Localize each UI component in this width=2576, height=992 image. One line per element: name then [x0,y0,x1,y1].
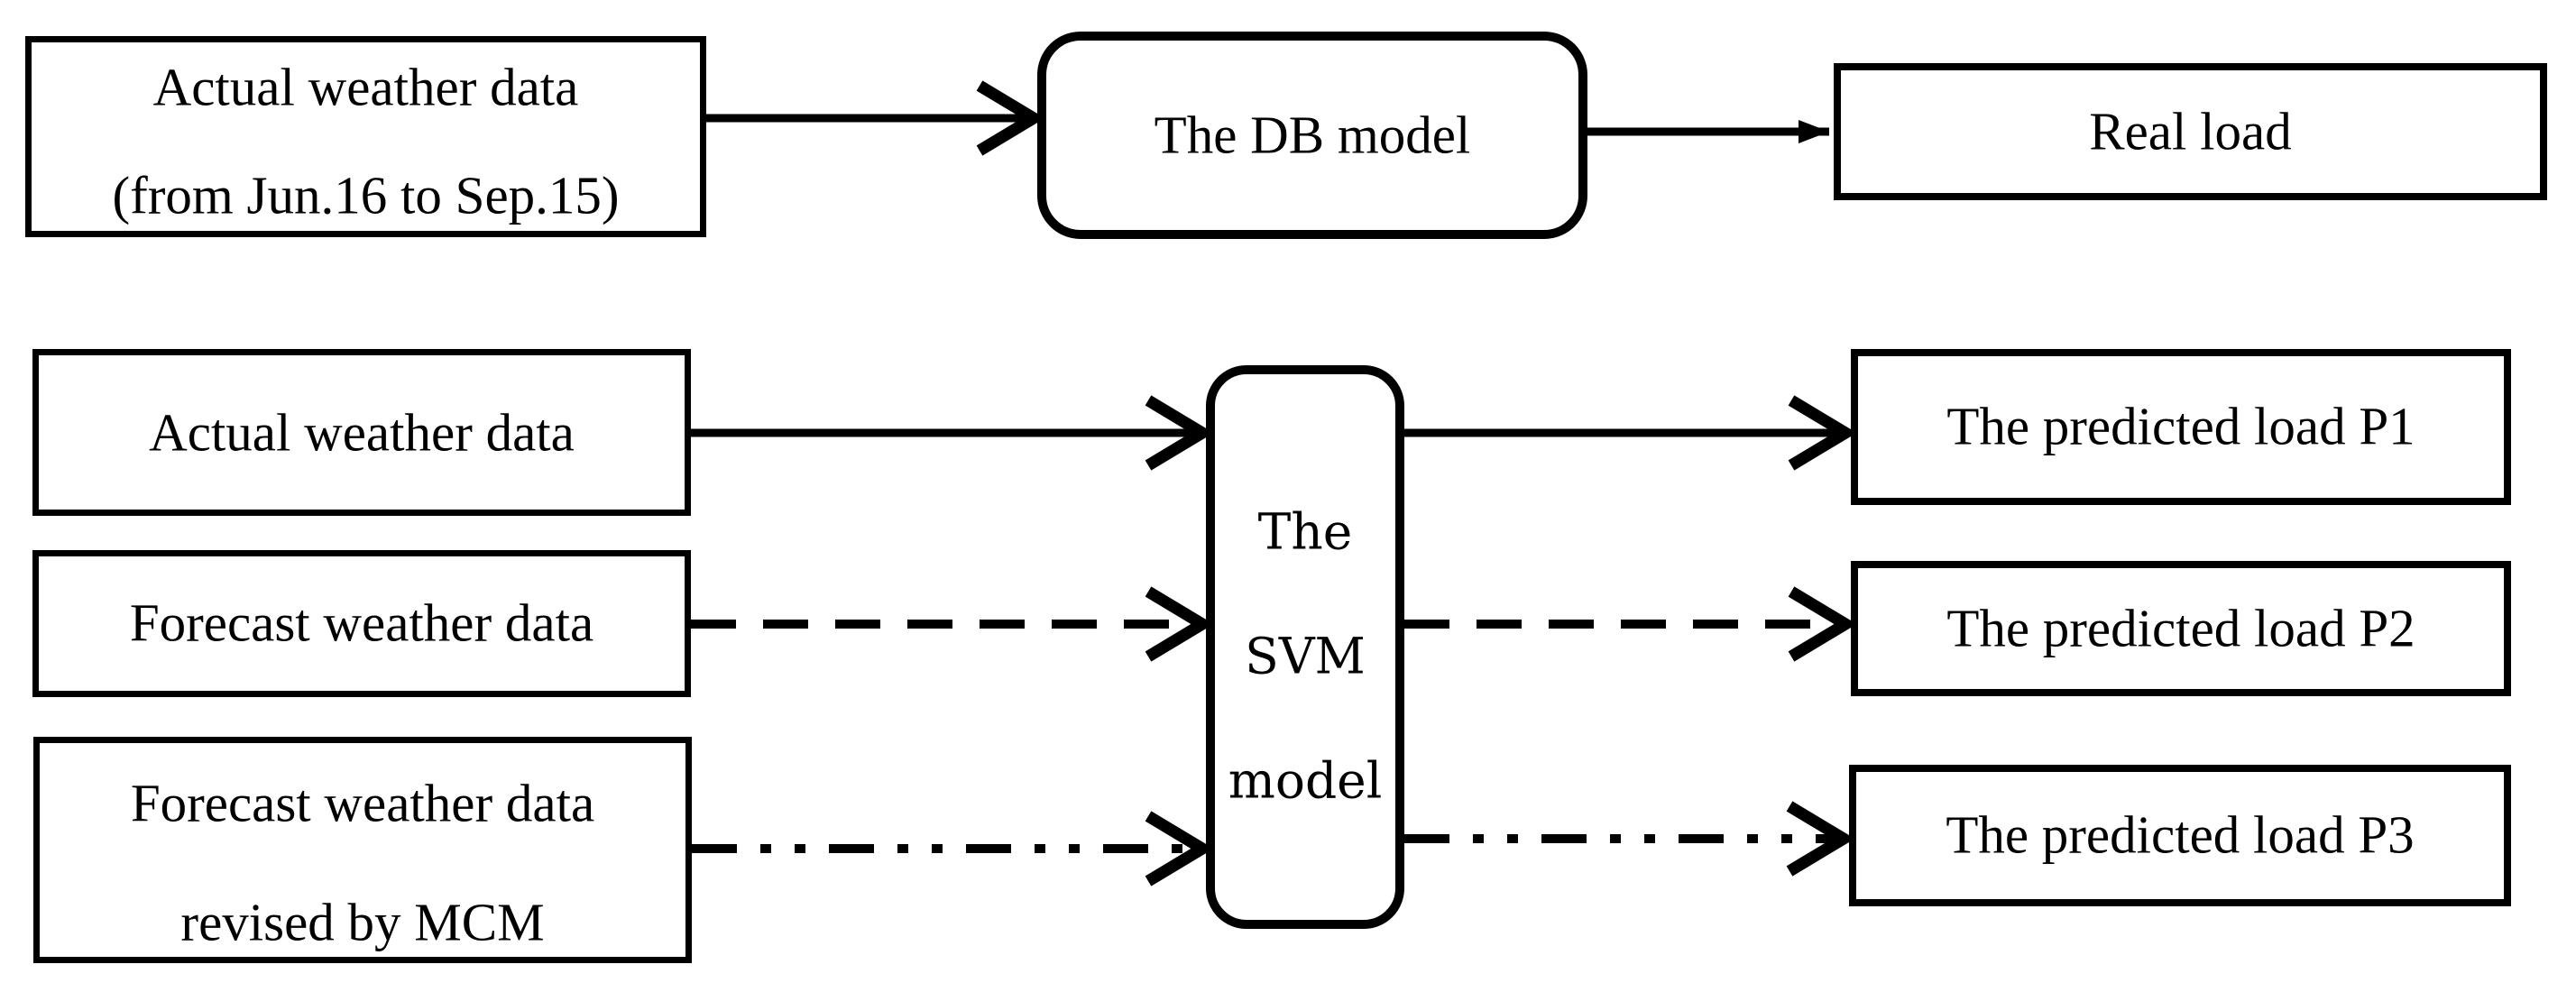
predicted-load-p1-label: The predicted load P1 [1946,396,2415,456]
actual-weather-label: Actual weather data [149,402,575,463]
predicted-load-p1-box [1851,349,2511,505]
real-load-box [1834,63,2547,200]
forecast-weather-box [32,550,691,697]
svm-model-line3: model [1228,751,1383,810]
predicted-load-p3-box [1849,765,2511,906]
real-load-label: Real load [2089,101,2292,161]
forecast-revised-line2: revised by MCM [180,892,545,952]
db-model-label: The DB model [1154,105,1471,165]
actual-weather-dated-line1: Actual weather data [152,57,579,117]
actual-weather-dated-box [25,36,706,237]
forecast-revised-mcm-box [33,737,692,963]
forecast-weather-label: Forecast weather data [129,592,594,653]
db-model-box [1037,32,1587,239]
svm-model-line2: SVM [1245,627,1366,685]
actual-weather-box [32,349,691,516]
predicted-load-p3-label: The predicted load P3 [1946,804,2415,865]
forecast-revised-line1: Forecast weather data [130,773,595,833]
actual-weather-dated-line2: (from Jun.16 to Sep.15) [112,165,620,225]
predicted-load-p2-label: The predicted load P2 [1946,598,2415,658]
svm-model-line1: The [1257,502,1353,561]
